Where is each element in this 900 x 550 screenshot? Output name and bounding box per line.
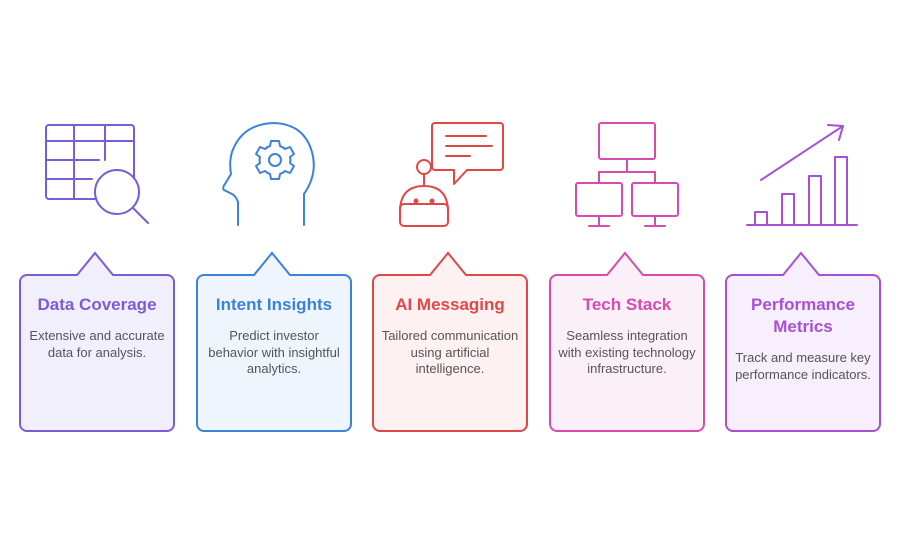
head-gear-icon — [196, 112, 352, 238]
card-tech-stack: Tech Stack Seamless integration with exi… — [549, 0, 705, 550]
card-box: Intent Insights Predict investor behavio… — [196, 248, 352, 432]
card-title: Performance Metrics — [751, 295, 855, 336]
card-box: Tech Stack Seamless integration with exi… — [549, 248, 705, 432]
robot-chat-icon — [372, 112, 528, 238]
card-description: Seamless integration with existing techn… — [558, 328, 696, 376]
card-intent-insights: Intent Insights Predict investor behavio… — [196, 0, 352, 550]
card-description: Tailored communication using artificial … — [381, 328, 519, 376]
bar-chart-trend-icon — [725, 112, 881, 238]
card-data-coverage: Data Coverage Extensive and accurate dat… — [19, 0, 175, 550]
card-box: Performance Metrics Track and measure ke… — [725, 248, 881, 432]
card-title: Data Coverage — [37, 295, 157, 314]
card-performance-metrics: Performance Metrics Track and measure ke… — [725, 0, 881, 550]
card-description: Extensive and accurate data for analysis… — [29, 328, 165, 360]
card-box: Data Coverage Extensive and accurate dat… — [19, 248, 175, 432]
card-ai-messaging: AI Messaging Tailored communication usin… — [372, 0, 528, 550]
card-title: Intent Insights — [215, 295, 333, 314]
table-search-icon — [19, 112, 175, 238]
card-box: AI Messaging Tailored communication usin… — [372, 248, 528, 432]
network-monitors-icon — [549, 112, 705, 238]
card-description: Predict investor behavior with insightfu… — [208, 328, 340, 376]
card-description: Track and measure key performance indica… — [735, 350, 871, 382]
card-title: Tech Stack — [582, 295, 672, 314]
card-title: AI Messaging — [395, 295, 505, 314]
